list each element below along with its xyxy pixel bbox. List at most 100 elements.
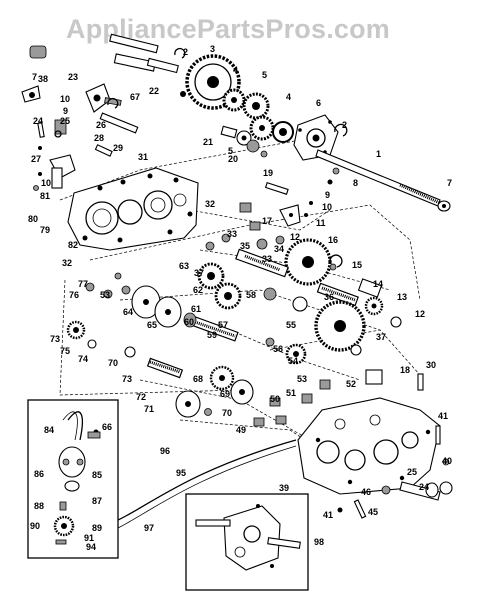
inset-shift-lever bbox=[27, 399, 119, 559]
callout-37b: 37 bbox=[376, 332, 386, 342]
callout-9: 9 bbox=[325, 190, 330, 200]
callout-98: 98 bbox=[314, 537, 324, 547]
callout-25b: 25 bbox=[60, 116, 70, 126]
callout-24: 24 bbox=[419, 482, 429, 492]
callout-90: 90 bbox=[30, 521, 40, 531]
callout-24b: 24 bbox=[33, 116, 43, 126]
output-shaft-right bbox=[337, 425, 453, 519]
callout-55: 55 bbox=[286, 320, 296, 330]
callout-74: 74 bbox=[78, 354, 88, 364]
gear-set-4-5 bbox=[222, 88, 294, 153]
bearing-housing-6 bbox=[293, 114, 339, 161]
callout-12b: 12 bbox=[415, 309, 425, 319]
callout-4b: 4 bbox=[286, 92, 291, 102]
callout-50: 50 bbox=[270, 394, 280, 404]
callout-35: 35 bbox=[240, 241, 250, 251]
callout-69: 69 bbox=[220, 389, 230, 399]
callout-32b: 32 bbox=[62, 258, 72, 268]
callout-14: 14 bbox=[373, 279, 383, 289]
callout-2: 2 bbox=[183, 47, 188, 57]
callout-17: 17 bbox=[262, 216, 272, 226]
callout-41: 41 bbox=[438, 411, 448, 421]
callout-8: 8 bbox=[353, 178, 358, 188]
callout-61: 61 bbox=[191, 304, 201, 314]
callout-37: 37 bbox=[194, 268, 204, 278]
gear-large-14 bbox=[314, 278, 402, 356]
callout-39: 39 bbox=[279, 483, 289, 493]
callout-73b: 73 bbox=[122, 374, 132, 384]
callout-25: 25 bbox=[407, 467, 417, 477]
small-bushings-51-53 bbox=[253, 369, 424, 427]
callout-10: 10 bbox=[322, 202, 332, 212]
callout-70: 70 bbox=[108, 358, 118, 368]
callout-9b: 9 bbox=[63, 106, 68, 116]
callout-12: 12 bbox=[290, 232, 300, 242]
callout-91: 91 bbox=[84, 533, 94, 543]
callout-62: 62 bbox=[193, 285, 203, 295]
callout-2b: 2 bbox=[342, 120, 347, 130]
callout-28: 28 bbox=[94, 133, 104, 143]
callout-79: 79 bbox=[40, 225, 50, 235]
callout-56: 56 bbox=[273, 344, 283, 354]
callout-36: 36 bbox=[324, 292, 334, 302]
callout-13: 13 bbox=[397, 292, 407, 302]
callout-7: 7 bbox=[447, 178, 452, 188]
callout-73: 73 bbox=[50, 334, 60, 344]
gears-mid-cluster bbox=[131, 262, 308, 328]
callout-30: 30 bbox=[426, 360, 436, 370]
callout-68: 68 bbox=[193, 374, 203, 384]
callout-65: 65 bbox=[147, 320, 157, 330]
callout-84: 84 bbox=[44, 425, 54, 435]
callout-58: 58 bbox=[246, 290, 256, 300]
callout-89: 89 bbox=[92, 523, 102, 533]
callout-1: 1 bbox=[376, 149, 381, 159]
callout-77: 77 bbox=[78, 279, 88, 289]
callout-19: 19 bbox=[263, 168, 273, 178]
callout-31: 31 bbox=[138, 152, 148, 162]
callout-4: 4 bbox=[233, 65, 238, 75]
callout-7b: 7 bbox=[32, 72, 37, 82]
shaft-upper-left bbox=[109, 33, 179, 74]
callout-16: 16 bbox=[328, 235, 338, 245]
callout-60: 60 bbox=[184, 317, 194, 327]
callout-15: 15 bbox=[352, 260, 362, 270]
callout-88: 88 bbox=[34, 501, 44, 511]
callout-81: 81 bbox=[40, 191, 50, 201]
callout-70b: 70 bbox=[222, 408, 232, 418]
callout-33b: 33 bbox=[262, 254, 272, 264]
callout-5: 5 bbox=[262, 70, 267, 80]
gear-16 bbox=[284, 238, 343, 286]
callout-86: 86 bbox=[34, 469, 44, 479]
callout-23: 23 bbox=[68, 72, 78, 82]
callout-87: 87 bbox=[92, 496, 102, 506]
callout-71: 71 bbox=[144, 404, 154, 414]
callout-97: 97 bbox=[144, 523, 154, 533]
callout-53: 53 bbox=[100, 290, 110, 300]
axle-shaft-1 bbox=[315, 149, 451, 212]
splined-shafts-mid bbox=[146, 248, 359, 379]
inset-assembled-transmission bbox=[185, 493, 309, 591]
callout-96: 96 bbox=[160, 446, 170, 456]
callout-75: 75 bbox=[60, 346, 70, 356]
callout-6: 6 bbox=[316, 98, 321, 108]
callout-76: 76 bbox=[69, 290, 79, 300]
callout-49: 49 bbox=[236, 425, 246, 435]
callout-20: 20 bbox=[228, 154, 238, 164]
callout-46: 46 bbox=[361, 487, 371, 497]
callout-18: 18 bbox=[400, 365, 410, 375]
callout-80: 80 bbox=[28, 214, 38, 224]
gears-lower-mid bbox=[66, 272, 307, 418]
callout-27: 27 bbox=[31, 154, 41, 164]
callout-10c: 10 bbox=[41, 178, 51, 188]
transmission-case-right bbox=[297, 397, 441, 495]
callout-29: 29 bbox=[113, 143, 123, 153]
callout-94: 94 bbox=[86, 542, 96, 552]
connector-strap-97 bbox=[117, 439, 297, 521]
callout-33: 33 bbox=[227, 229, 237, 239]
callout-82: 82 bbox=[68, 240, 78, 250]
callout-66: 66 bbox=[102, 422, 112, 432]
small-parts-top bbox=[174, 47, 348, 185]
callout-21: 21 bbox=[203, 137, 213, 147]
callout-3: 3 bbox=[210, 44, 215, 54]
